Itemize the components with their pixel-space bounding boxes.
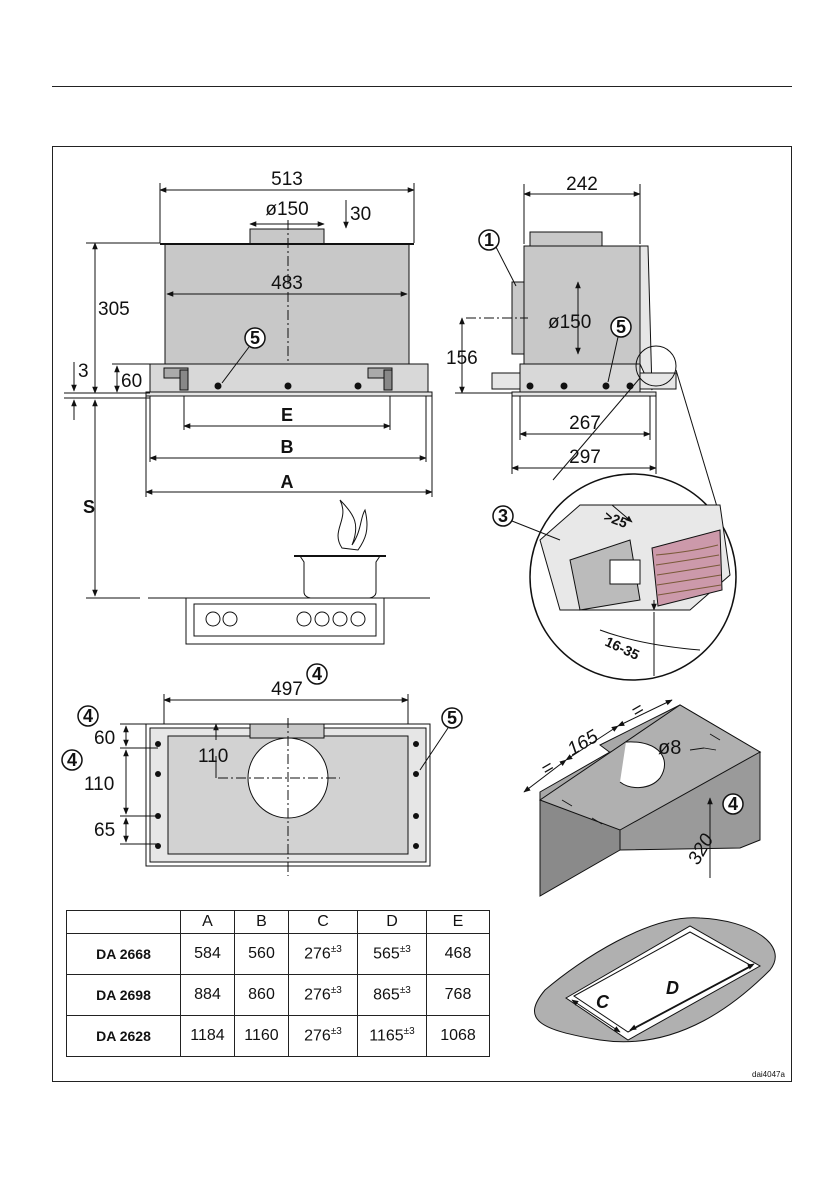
dim-305: 305 — [98, 299, 130, 320]
value-cell-E: 1068 — [427, 1016, 490, 1057]
callout-4-left-a: 4 — [83, 706, 93, 726]
dimension-table: A B C D E DA 2668 584 560 276±3 565±3 46… — [66, 910, 490, 1057]
dim-30: 30 — [350, 204, 371, 225]
dim-267: 267 — [569, 413, 601, 434]
value-cell-B: 560 — [235, 934, 289, 975]
value-cell-B: 860 — [235, 975, 289, 1016]
value-cell-C: 276±3 — [289, 975, 358, 1016]
table-row: DA 2698 884 860 276±3 865±3 768 — [67, 975, 490, 1016]
value-cell-C: 276±3 — [289, 1016, 358, 1057]
value-cell-D: 565±3 — [358, 934, 427, 975]
value-cell-D: 1165±3 — [358, 1016, 427, 1057]
callout-3: 3 — [498, 506, 508, 526]
model-cell: DA 2628 — [67, 1016, 181, 1057]
dim-60: 60 — [121, 371, 142, 392]
value-cell-A: 584 — [181, 934, 235, 975]
dim-242: 242 — [566, 174, 598, 195]
dim-B: B — [281, 437, 294, 457]
table-row: DA 2668 584 560 276±3 565±3 468 — [67, 934, 490, 975]
side-view: 242 ø150 1 5 156 267 297 — [446, 174, 676, 474]
dim-A: A — [281, 472, 294, 492]
cooking-pot-icon — [300, 556, 380, 598]
callout-4-top: 4 — [312, 664, 322, 684]
image-code: dai4047a — [752, 1070, 785, 1079]
dim-156: 156 — [446, 348, 478, 369]
dim-165: 165 — [564, 726, 602, 760]
dim-bottom-60: 60 — [94, 728, 115, 749]
dim-S: S — [83, 497, 95, 517]
table-row: DA 2628 1184 1160 276±3 1165±3 1068 — [67, 1016, 490, 1057]
front-view: 513 ø150 30 483 5 305 3 60 — [64, 169, 432, 644]
callout-1: 1 — [484, 230, 494, 250]
model-cell: DA 2668 — [67, 934, 181, 975]
dim-E: E — [281, 405, 293, 425]
dim-bottom-110: 110 — [84, 774, 114, 795]
dim-dia8: ø8 — [658, 737, 681, 759]
dim-dia150: ø150 — [265, 199, 308, 220]
callout-5-side: 5 — [616, 317, 626, 337]
model-cell: DA 2698 — [67, 975, 181, 1016]
table-header-row: A B C D E — [67, 911, 490, 934]
bottom-view: 4 497 110 4 60 4 110 65 5 — [62, 664, 462, 876]
dim-513: 513 — [271, 169, 303, 190]
callout-4-template: 4 — [728, 794, 738, 814]
value-cell-A: 1184 — [181, 1016, 235, 1057]
dim-483: 483 — [271, 273, 303, 294]
value-cell-C: 276±3 — [289, 934, 358, 975]
value-cell-B: 1160 — [235, 1016, 289, 1057]
dim-297: 297 — [569, 447, 601, 468]
table-header-cell — [67, 911, 181, 934]
dim-497: 497 — [271, 679, 303, 700]
mounting-template: = 165 = ø8 320 4 — [524, 699, 760, 896]
value-cell-E: 468 — [427, 934, 490, 975]
table-header-cell: A — [181, 911, 235, 934]
dim-3: 3 — [78, 361, 89, 382]
dim-bottom-65: 65 — [94, 820, 115, 841]
ceiling-cutout: C D — [534, 918, 775, 1042]
table-header-cell: C — [289, 911, 358, 934]
dim-cutout-D: D — [666, 978, 679, 998]
callout-5-bottom: 5 — [447, 708, 457, 728]
table-header-cell: B — [235, 911, 289, 934]
table-header-cell: D — [358, 911, 427, 934]
hood-housing — [165, 244, 409, 364]
callout-5-front: 5 — [250, 328, 260, 348]
value-cell-A: 884 — [181, 975, 235, 1016]
dim-dia150-side: ø150 — [548, 312, 591, 333]
front-duct-collar — [250, 229, 324, 244]
dim-bottom-110-left: 110 — [198, 746, 228, 767]
dim-cutout-C: C — [596, 992, 610, 1012]
side-housing — [524, 246, 640, 364]
flame-icon — [338, 500, 367, 550]
dim-eq-right: = — [628, 699, 648, 723]
value-cell-D: 865±3 — [358, 975, 427, 1016]
table-header-cell: E — [427, 911, 490, 934]
callout-4-left-b: 4 — [67, 750, 77, 770]
value-cell-E: 768 — [427, 975, 490, 1016]
